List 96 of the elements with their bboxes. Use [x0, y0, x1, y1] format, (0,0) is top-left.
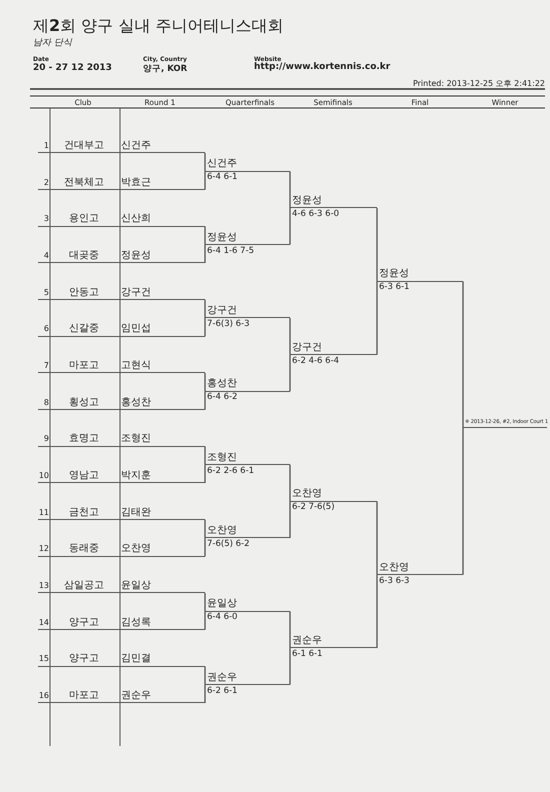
- club-name: 양구고: [69, 618, 99, 628]
- player-name: 정윤성: [292, 196, 322, 206]
- club-name: 금천고: [69, 508, 99, 518]
- seed-number: 1: [44, 142, 49, 150]
- seed-number: 5: [44, 288, 49, 297]
- location-value: 양구, KOR: [143, 63, 188, 75]
- player-name: 오찬영: [207, 526, 237, 536]
- player-name: 홍성찬: [121, 398, 151, 408]
- club-name: 전북체고: [64, 178, 104, 188]
- seed-number: 10: [38, 472, 49, 480]
- seed-number: 4: [44, 252, 49, 260]
- seed-number: 6: [44, 325, 49, 334]
- match-score: 6-2 2-6 6-1: [207, 466, 254, 476]
- seed-number: 8: [44, 398, 49, 407]
- date-value: 20 - 27 12 2013: [33, 63, 112, 73]
- player-name: 오찬영: [379, 562, 409, 573]
- bracket-connector: [289, 648, 291, 686]
- match-score: 6-3 6-1: [379, 283, 410, 292]
- club-name: 마포고: [69, 691, 99, 702]
- player-name: 윤일상: [207, 599, 237, 610]
- player-name: 김태완: [121, 508, 151, 518]
- match-score: 6-4 6-0: [207, 613, 238, 622]
- club-name: 양구고: [69, 654, 99, 664]
- player-name: 김성록: [121, 618, 151, 628]
- match-score: 6-2 7-6(5): [292, 503, 335, 512]
- bracket-connector: [376, 574, 378, 649]
- club-name: 횡성고: [69, 398, 99, 408]
- match-score: 6-2 4-6 6-4: [292, 356, 340, 366]
- club-name: 마포고: [69, 361, 99, 372]
- bracket-connector: [289, 170, 291, 208]
- player-name: 권순우: [292, 636, 322, 646]
- player-name: 박효근: [121, 178, 151, 188]
- bracket-connector: [462, 428, 464, 576]
- player-name: 권순우: [207, 672, 237, 683]
- player-name: 홍성찬: [207, 379, 237, 390]
- club-name: 건대부고: [64, 141, 104, 151]
- seed-number: 7: [44, 362, 49, 370]
- print-timestamp: Printed: 2013-12-25 오후 2:41:22: [412, 78, 545, 89]
- match-score: 4-6 6-3 6-0: [292, 210, 340, 218]
- bracket-connector: [376, 281, 378, 356]
- player-name: 김민결: [121, 654, 151, 664]
- bracket-connector: [462, 280, 464, 428]
- bracket-connector: [289, 354, 291, 392]
- bracket-connector: [289, 208, 291, 246]
- match-score: 6-3 6-3: [379, 576, 410, 586]
- club-name: 효명고: [69, 434, 99, 444]
- club-name: 안동고: [69, 288, 99, 298]
- bracket-connector: [289, 501, 291, 539]
- player-name: 권순우: [121, 691, 151, 702]
- player-name: 강구건: [121, 288, 151, 298]
- seed-number: 2: [44, 178, 49, 187]
- seed-number: 9: [44, 435, 49, 444]
- player-name: 정윤성: [379, 269, 409, 280]
- bracket-connector: [289, 317, 291, 355]
- seed-number: 13: [38, 582, 49, 590]
- bracket-connector: [289, 464, 291, 502]
- match-score: 6-4 6-1: [207, 173, 238, 182]
- title: 제2회 양구 실내 주니어테니스대회: [33, 16, 284, 37]
- club-name: 용인고: [69, 214, 99, 224]
- player-name: 조형진: [121, 434, 151, 444]
- seed-number: 12: [38, 545, 49, 554]
- bracket-connector: [376, 207, 378, 282]
- match-score: 6-1 6-1: [292, 650, 322, 659]
- bracket-connector: [376, 500, 378, 575]
- club-name: 신갈중: [69, 324, 99, 334]
- match-score: 6-2 6-1: [207, 686, 238, 696]
- club-name: 삼일공고: [64, 581, 104, 592]
- match-score: 7-6(5) 6-2: [207, 540, 250, 549]
- seed-number: 15: [38, 655, 49, 664]
- player-name: 강구건: [207, 306, 237, 316]
- bracket-connector: [289, 610, 291, 648]
- seed-number: 3: [44, 215, 49, 224]
- player-name: 정윤성: [207, 232, 237, 243]
- player-name: 신건주: [207, 159, 237, 170]
- player-name: 박지훈: [121, 471, 151, 482]
- club-name: 영남고: [69, 471, 99, 482]
- match-score: 6-4 1-6 7-5: [207, 246, 254, 256]
- player-name: 신산희: [121, 214, 151, 224]
- website-url: http://www.kortennis.co.kr: [254, 62, 390, 72]
- player-name: 고현식: [121, 361, 151, 372]
- player-name: 윤일상: [121, 581, 151, 592]
- player-name: 오찬영: [292, 489, 322, 500]
- player-name: 임민섭: [121, 324, 151, 334]
- seed-number: 11: [38, 508, 49, 517]
- seed-number: 16: [38, 692, 49, 700]
- match-score: 7-6(3) 6-3: [207, 320, 250, 328]
- seed-number: 14: [38, 618, 49, 627]
- match-score: 6-4 6-2: [207, 393, 238, 402]
- club-name: 동래중: [69, 544, 99, 554]
- player-name: 정윤성: [121, 251, 151, 261]
- player-name: 신건주: [121, 141, 151, 151]
- player-name: 오찬영: [121, 544, 151, 554]
- player-name: 조형진: [207, 452, 237, 463]
- club-name: 대곶중: [69, 251, 99, 261]
- subtitle: 남자 단식: [33, 37, 72, 49]
- player-name: 강구건: [292, 342, 322, 353]
